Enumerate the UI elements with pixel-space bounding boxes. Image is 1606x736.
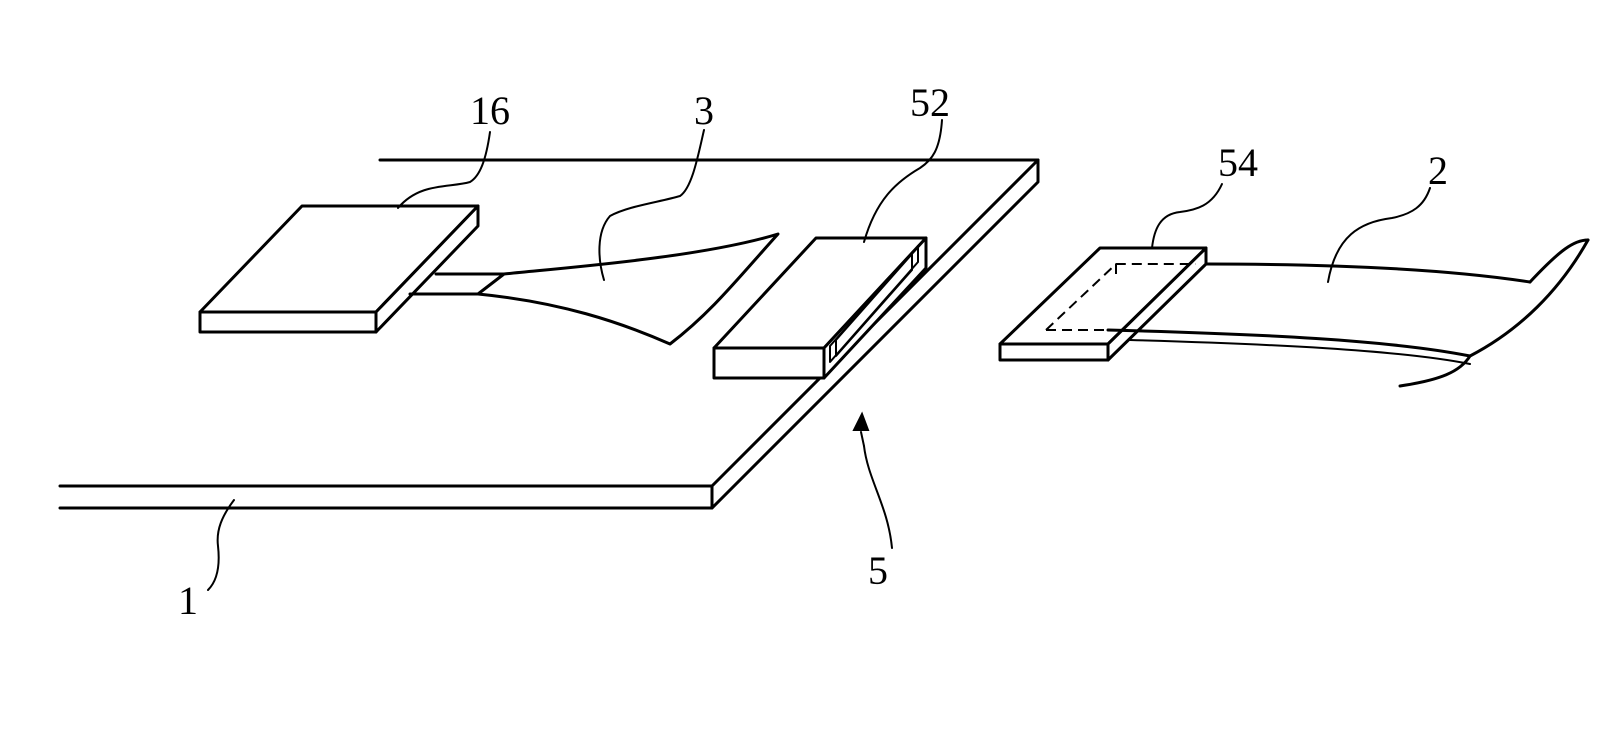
chip-16 bbox=[200, 206, 478, 332]
label-52: 52 bbox=[910, 80, 950, 125]
label-16: 16 bbox=[470, 88, 510, 133]
label-5: 5 bbox=[868, 548, 888, 593]
label-54: 54 bbox=[1218, 140, 1258, 185]
leader-52 bbox=[864, 120, 942, 242]
label-2: 2 bbox=[1428, 148, 1448, 193]
arrow-5 bbox=[854, 414, 892, 548]
leader-54 bbox=[1152, 184, 1222, 248]
label-3: 3 bbox=[694, 88, 714, 133]
circuit-board bbox=[60, 160, 1038, 508]
flex-strip-3 bbox=[410, 234, 778, 344]
label-1: 1 bbox=[178, 578, 198, 623]
leader-1 bbox=[208, 500, 234, 590]
leader-16 bbox=[398, 132, 490, 208]
cable-connector-54 bbox=[1000, 248, 1206, 360]
